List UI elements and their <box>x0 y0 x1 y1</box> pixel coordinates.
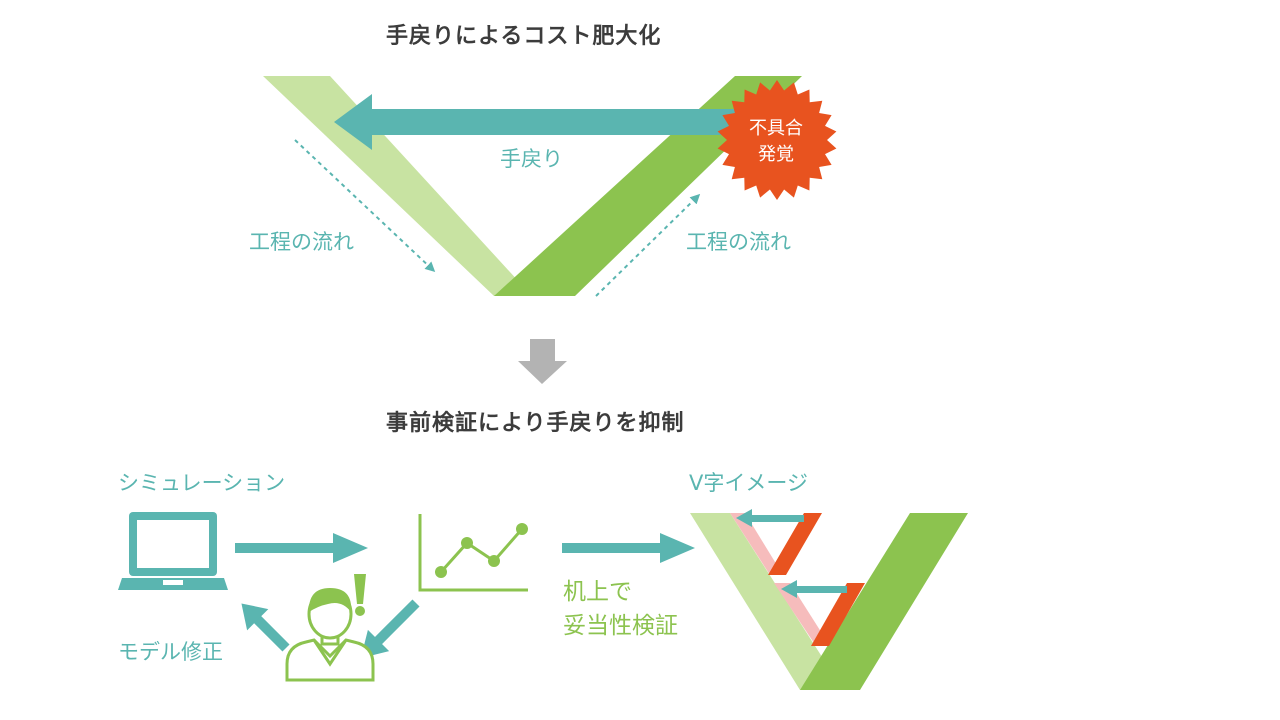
line-chart-icon <box>418 514 528 592</box>
arrow-person-to-sim <box>241 603 290 652</box>
exclamation-icon <box>354 574 366 616</box>
laptop-icon <box>118 512 228 590</box>
v-image-defect-lower <box>811 583 865 646</box>
desk-validation-line1: 机上で <box>563 579 632 605</box>
v-image-right-arm <box>800 513 968 690</box>
v-image-rework-arrow-lower <box>781 580 847 598</box>
person-icon <box>285 588 375 682</box>
v-image-pink-band-upper <box>730 513 783 575</box>
v-image-pink-band-lower <box>774 583 830 646</box>
desk-validation-line2: 妥当性検証 <box>563 613 678 639</box>
defect-badge-label: 不具合 発覚 <box>744 116 808 168</box>
defect-badge-line2: 発覚 <box>758 144 794 165</box>
arrow-sim-to-chart <box>235 533 368 563</box>
v-image <box>690 509 968 690</box>
arrow-chart-to-v <box>562 533 695 563</box>
flow-label-left: 工程の流れ <box>249 230 354 254</box>
rework-arrow <box>334 94 738 150</box>
v-image-defect-upper <box>768 513 822 575</box>
defect-badge <box>717 80 837 200</box>
v-image-rework-arrow-upper <box>736 509 804 527</box>
down-arrow-icon <box>518 339 567 384</box>
model-fix-label: モデル修正 <box>118 640 223 664</box>
rework-label: 手戻り <box>500 147 563 171</box>
top-v-left-arm <box>263 76 532 296</box>
flow-label-right: 工程の流れ <box>686 230 791 254</box>
v-image-left-arm <box>690 513 840 690</box>
v-image-label: V字イメージ <box>689 471 808 495</box>
simulation-label: シミュレーション <box>118 471 286 495</box>
bottom-section-title: 事前検証により手戻りを抑制 <box>386 411 685 436</box>
defect-badge-line1: 不具合 <box>749 118 803 139</box>
desk-validation-label: 机上で 妥当性検証 <box>563 575 678 643</box>
top-section-title: 手戻りによるコスト肥大化 <box>386 24 662 49</box>
